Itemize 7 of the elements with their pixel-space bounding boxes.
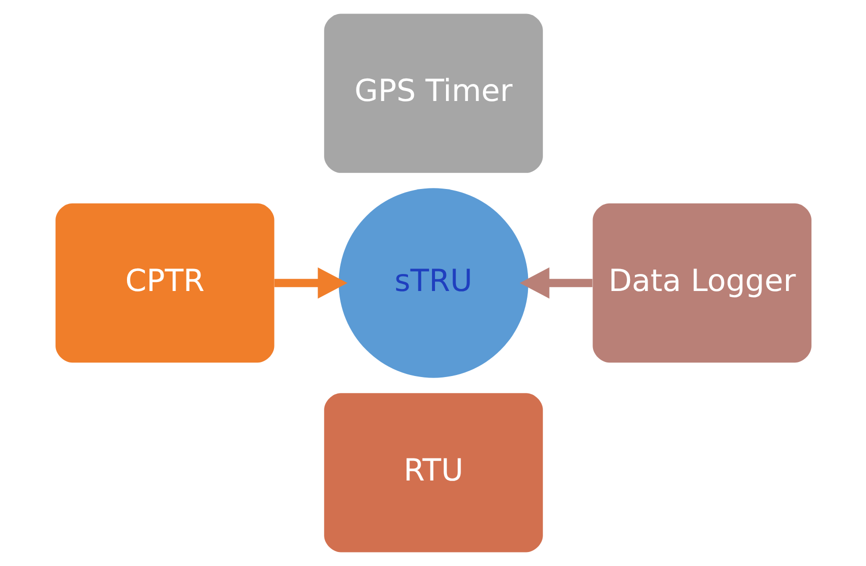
arrow <box>274 267 348 299</box>
node-box: Data Logger <box>592 203 811 363</box>
node-box: RTU <box>324 393 542 552</box>
node-circle: sTRU <box>338 188 528 378</box>
arrow <box>519 267 592 299</box>
node-box: GPS Timer <box>324 14 542 173</box>
node-box: CPTR <box>55 203 274 363</box>
